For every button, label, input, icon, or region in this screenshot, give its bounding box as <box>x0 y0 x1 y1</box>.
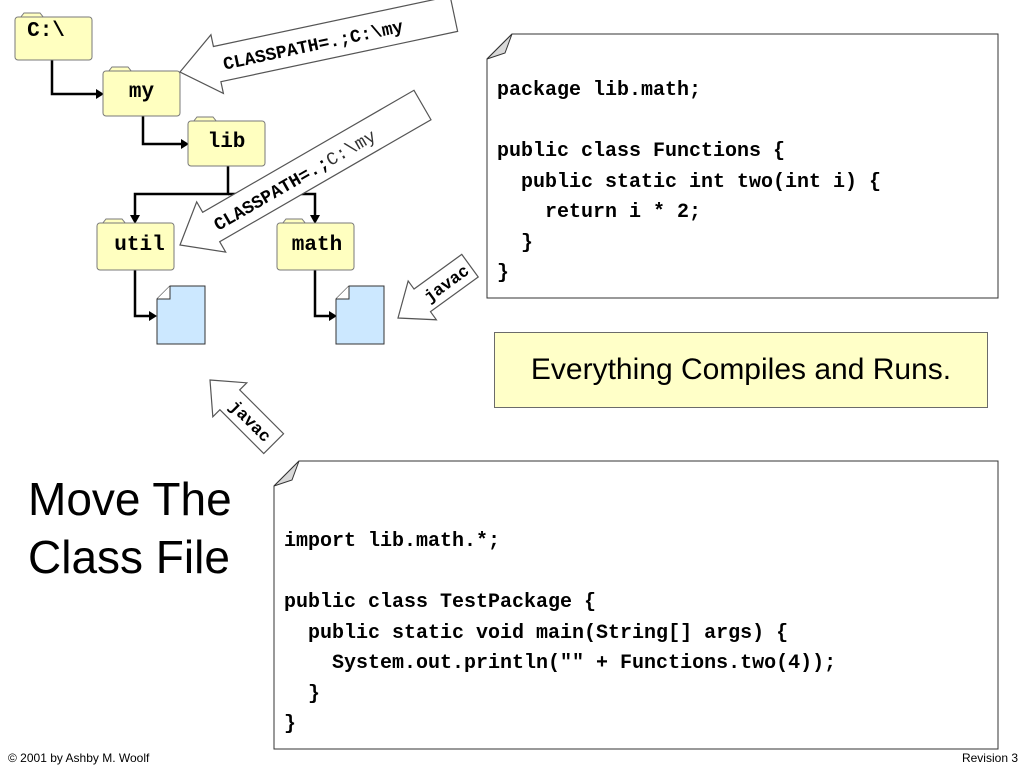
folder-util-label: util <box>114 234 165 257</box>
code-testpackage: import lib.math.*; public class TestPacka… <box>284 527 836 741</box>
file-math-icon <box>335 285 385 345</box>
classpath-arrow-top: CLASSPATH=.;C:\my <box>179 0 459 95</box>
code-line: public static int two(int i) { <box>497 170 882 194</box>
folder-math-label: math <box>291 234 343 257</box>
code-line: } <box>497 262 510 285</box>
folder-my-label: my <box>128 81 155 104</box>
folder-lib-label: lib <box>207 131 246 154</box>
code-line <box>284 558 836 589</box>
code-functions: package lib.math; public class Functions … <box>497 76 881 290</box>
slide-title: Move The Class File <box>28 470 268 586</box>
folder-lib-icon <box>187 116 266 167</box>
folder-util-icon <box>96 218 175 271</box>
folder-root-label: C:\ <box>27 20 65 43</box>
code-line: System.out.println("" + Functions.two(4)… <box>284 652 837 675</box>
footer-revision: Revision 3 <box>961 751 1018 765</box>
connector-arrowheads <box>96 89 337 321</box>
code-line: } <box>284 682 321 706</box>
folder-root-icon <box>14 12 93 61</box>
slide-title-line1: Move The <box>28 473 232 525</box>
file-util-icon <box>156 285 206 345</box>
slide-title-line2: Class File <box>28 531 230 583</box>
folder-my-icon <box>102 66 181 117</box>
code-line: public class Functions { <box>497 140 786 163</box>
code-line: } <box>284 713 297 736</box>
footer-copyright: © 2001 by Ashby M. Woolf <box>8 751 150 765</box>
code-line: } <box>497 231 534 255</box>
folder-math-icon <box>276 218 355 271</box>
code-line: import lib.math.*; <box>284 530 501 553</box>
code-box-functions <box>486 33 999 299</box>
code-line <box>497 107 881 138</box>
code-line: package lib.math; <box>497 79 702 102</box>
javac-arrow-right: javac <box>397 253 480 321</box>
code-line: public class TestPackage { <box>284 591 597 614</box>
javac-arrow-bottom: javac <box>209 379 285 455</box>
code-line: return i * 2; <box>497 201 702 224</box>
code-box-testpackage <box>273 460 999 750</box>
code-line: public static void main(String[] args) { <box>284 621 789 645</box>
status-callout: Everything Compiles and Runs. <box>494 332 988 408</box>
status-callout-text: Everything Compiles and Runs. <box>530 353 952 386</box>
